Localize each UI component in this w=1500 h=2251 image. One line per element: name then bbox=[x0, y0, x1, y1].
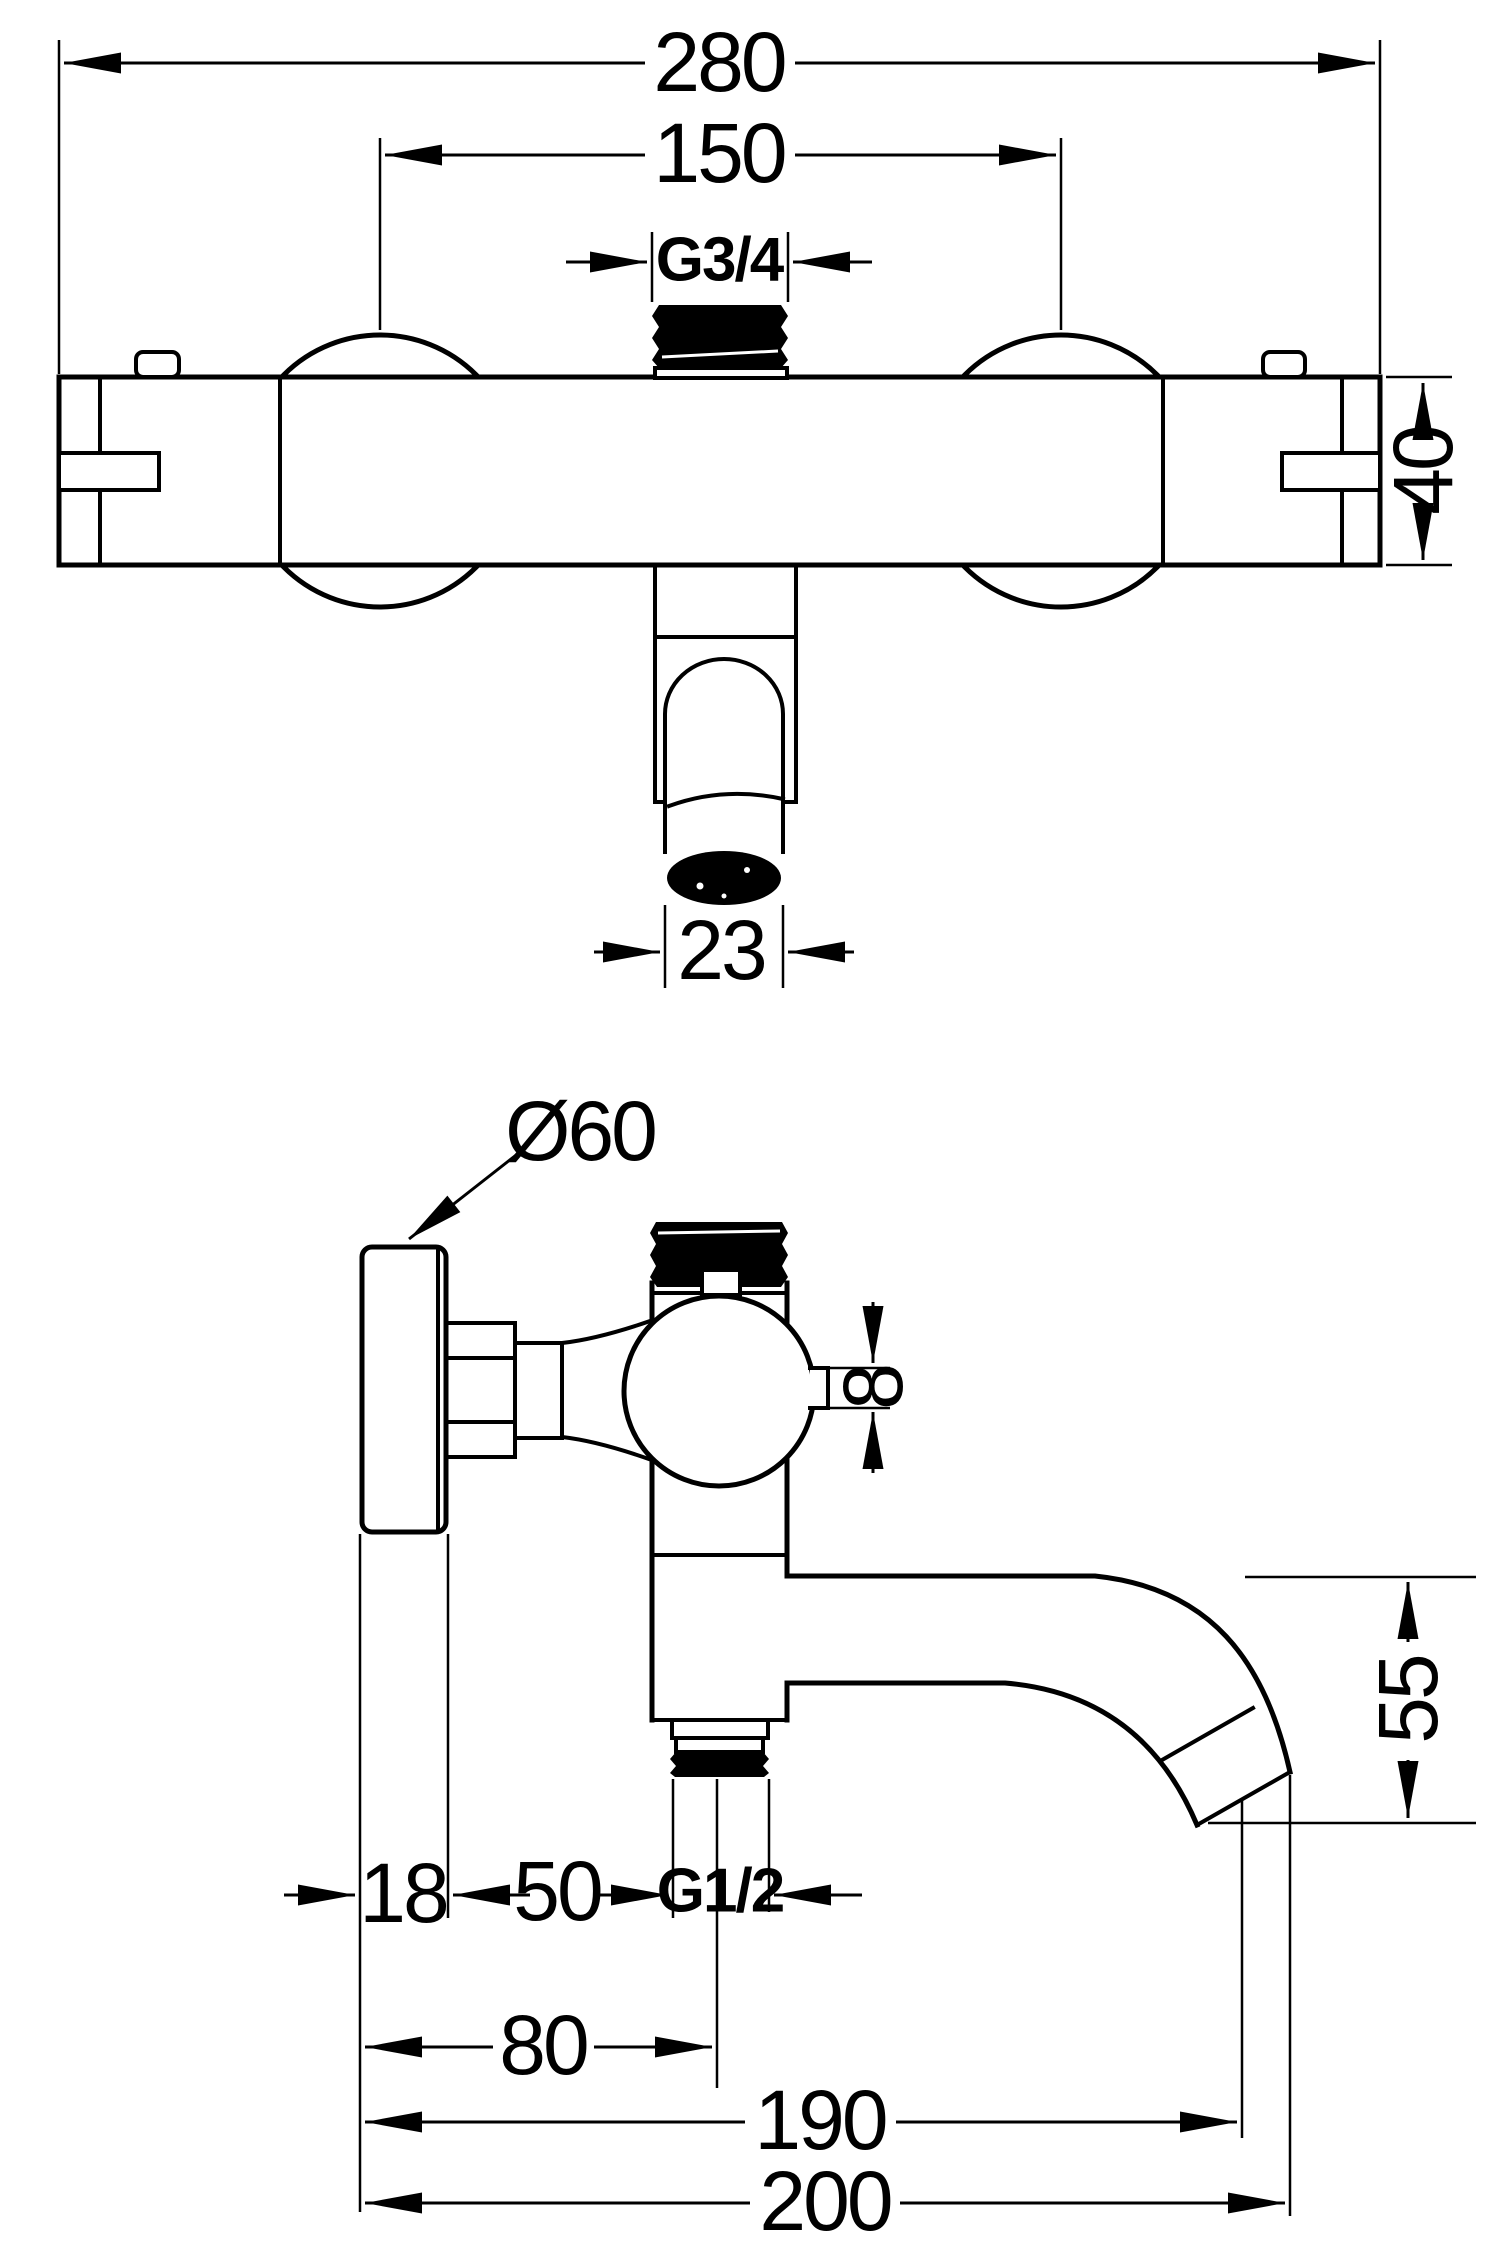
dim-200: 200 bbox=[365, 2154, 1285, 2248]
aerator-dot bbox=[721, 893, 727, 899]
thread-highlight bbox=[657, 1229, 781, 1235]
right-handle bbox=[1280, 451, 1382, 492]
dim-center-spacing-label: 150 bbox=[653, 106, 784, 200]
thread-highlight bbox=[661, 349, 779, 359]
spout-tip-face bbox=[1194, 1769, 1293, 1828]
side-view: Ø60 8 55 18 50 bbox=[284, 1084, 1476, 2248]
aerator-dot bbox=[744, 867, 750, 873]
spout-fill bbox=[787, 1576, 1290, 1825]
thread-flange bbox=[653, 366, 789, 380]
aerator-seam bbox=[1159, 1705, 1256, 1763]
dim-g34: G3/4 bbox=[566, 226, 872, 302]
left-handle bbox=[57, 451, 161, 492]
spout-opening bbox=[667, 851, 781, 905]
escutcheon-plate bbox=[359, 1244, 449, 1535]
connector-block bbox=[513, 1341, 564, 1440]
outlet-thread bbox=[670, 1752, 769, 1777]
mixer-body bbox=[56, 374, 1383, 568]
dim-23: 23 bbox=[594, 903, 854, 997]
dim-row-18-50-g12: 18 50 G1/2 bbox=[284, 1844, 862, 1940]
safety-stub bbox=[808, 1366, 830, 1410]
dim-55: 55 bbox=[1208, 1575, 1476, 1825]
shower-thread-side bbox=[650, 1222, 788, 1287]
dim-escutcheon-diameter-label: Ø60 bbox=[505, 1084, 655, 1178]
dim-overall-depth-label: 200 bbox=[759, 2154, 890, 2248]
column-notch bbox=[700, 1270, 742, 1297]
outlet-neck bbox=[674, 1736, 765, 1754]
dim-shower-thread-label: G3/4 bbox=[656, 226, 785, 295]
dim-spout-reach-label: 190 bbox=[754, 2073, 885, 2167]
dim-280: 280 bbox=[57, 15, 1382, 374]
right-button bbox=[1261, 350, 1307, 379]
spout-top-edge bbox=[784, 1573, 1293, 1775]
dim-wall-to-thread-label: 50 bbox=[513, 1844, 601, 1938]
dim-80: 80 bbox=[365, 1998, 712, 2092]
dim-outlet-thread-label: G1/2 bbox=[657, 1857, 783, 1926]
dim-190: 190 bbox=[365, 2073, 1237, 2167]
dim-40: 40 bbox=[1376, 375, 1470, 567]
dim-spout-drop-label: 55 bbox=[1361, 1656, 1455, 1744]
dim-o60: Ø60 bbox=[408, 1084, 658, 1241]
dim-overall-width-label: 280 bbox=[653, 15, 784, 109]
spout-mount bbox=[653, 563, 798, 804]
outlet-collar bbox=[670, 1718, 770, 1740]
dim-8: 8 bbox=[826, 1302, 920, 1473]
mounting-nut bbox=[444, 1321, 517, 1459]
dim-wall-to-outlet-label: 80 bbox=[499, 1998, 587, 2092]
dim-150: 150 bbox=[378, 106, 1063, 330]
knob-side-circle bbox=[621, 1293, 817, 1489]
spout-tube bbox=[663, 657, 785, 854]
dim-body-diameter-label: 40 bbox=[1376, 427, 1470, 515]
left-button bbox=[134, 350, 181, 379]
spout-cut-arc bbox=[666, 791, 786, 809]
shower-thread-top bbox=[652, 305, 788, 368]
aerator-dot bbox=[696, 882, 704, 890]
front-view: 280 150 G3/4 40 bbox=[56, 15, 1470, 997]
spout-bottom-edge bbox=[784, 1680, 1201, 1829]
dim-stub-height-label: 8 bbox=[826, 1366, 920, 1410]
dim-escutcheon-depth-label: 18 bbox=[359, 1846, 447, 1940]
dim-spout-tip-diameter-label: 23 bbox=[677, 903, 765, 997]
